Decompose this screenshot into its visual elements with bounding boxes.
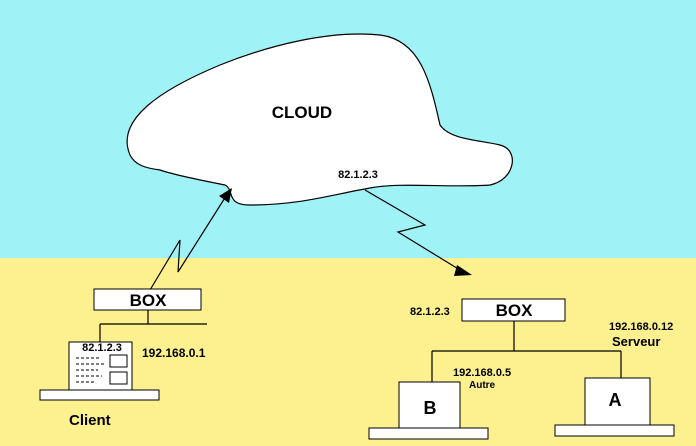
cloud-label: CLOUD [272, 103, 332, 122]
client-drive-panel [109, 371, 128, 385]
machine-a-label: A [609, 390, 622, 410]
downlink-zigzag [364, 189, 461, 271]
machine-a-role: Serveur [612, 334, 660, 349]
cloud-shape [126, 33, 513, 206]
machine-b-ip: 192.168.0.5 [453, 367, 511, 379]
machine-a [584, 377, 651, 426]
client-computer-base [39, 389, 160, 401]
machine-b-base [368, 427, 489, 440]
client-local-ip: 192.168.0.1 [142, 346, 206, 360]
client-public-ip: 82.1.2.3 [82, 342, 122, 354]
server-box-label: BOX [496, 301, 534, 320]
machine-b [398, 381, 461, 429]
client-box-label: BOX [130, 291, 168, 310]
machine-a-ip: 192.168.0.12 [609, 321, 673, 333]
server-box-public-ip: 82.1.2.3 [410, 306, 450, 318]
uplink-zigzag [149, 192, 229, 291]
client-label: Client [69, 412, 111, 429]
uplink-arrow-head [219, 188, 232, 203]
machine-b-label: B [424, 398, 437, 418]
cloud-ip-label: 82.1.2.3 [338, 169, 378, 181]
machine-a-base [554, 424, 675, 437]
machine-b-role: Autre [469, 380, 496, 391]
client-screen-panel [109, 354, 128, 368]
downlink-arrow-head [454, 265, 472, 276]
